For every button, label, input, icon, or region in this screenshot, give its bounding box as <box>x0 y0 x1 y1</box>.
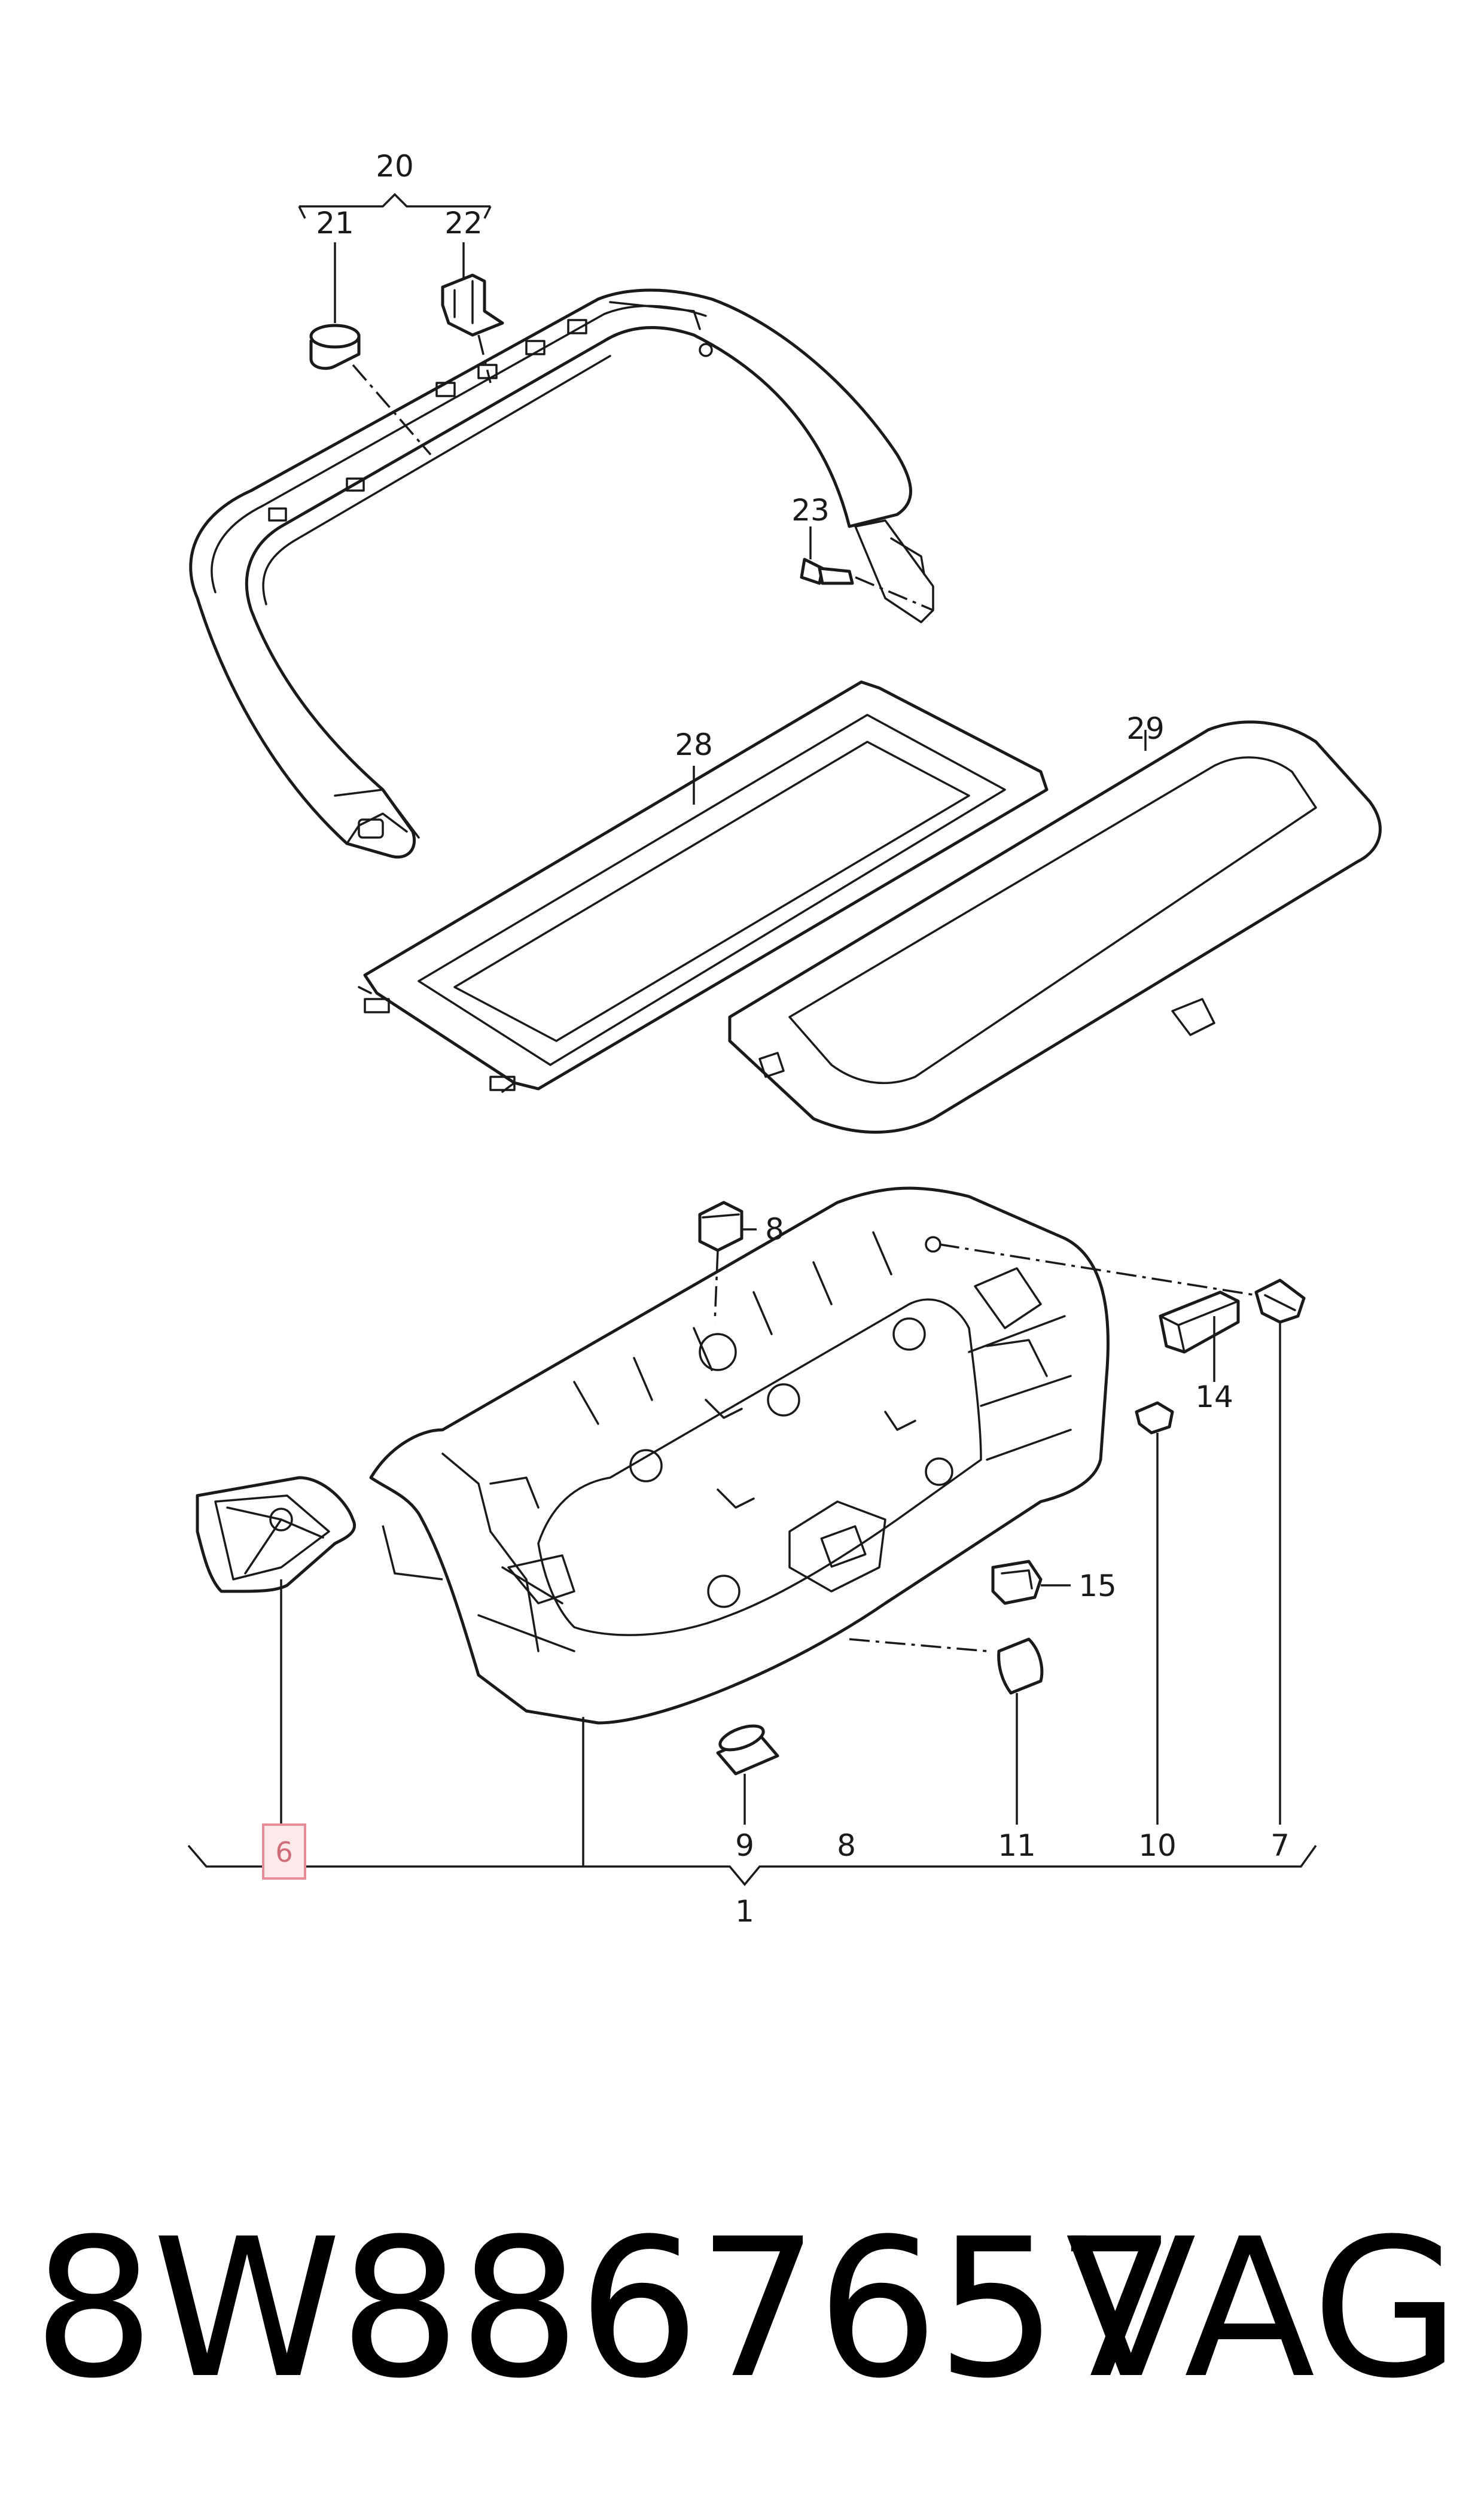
part-number: 8W8867657 <box>33 2198 1177 2420</box>
label-6: 6 <box>275 1836 292 1868</box>
footer: 8W8867657 VAG <box>0 2190 1484 2429</box>
label-28: 28 <box>675 727 713 762</box>
label-6-highlight <box>262 1823 306 1880</box>
label-14: 14 <box>1195 1380 1233 1414</box>
part-10-clip <box>1135 1401 1174 1435</box>
label-11: 11 <box>998 1828 1036 1863</box>
part-15-latch <box>991 1560 1043 1605</box>
label-15: 15 <box>1078 1569 1117 1603</box>
part-7-clip <box>938 1243 1306 1324</box>
label-9: 9 <box>735 1828 754 1863</box>
label-21: 21 <box>316 206 354 240</box>
label-8-bottom: 8 <box>837 1828 856 1863</box>
part-22-clip <box>441 273 504 383</box>
label-7: 7 <box>1270 1828 1290 1863</box>
brand-name: VAG <box>1065 2198 1460 2420</box>
part-8-clip-top <box>698 1201 743 1323</box>
part-14-block <box>1159 1290 1240 1354</box>
callout-labels: 20 21 22 23 28 29 8 14 15 6 9 8 11 10 7 … <box>262 149 1290 1929</box>
part-6-bracket <box>196 1476 356 1593</box>
label-23: 23 <box>791 493 830 528</box>
part-9-pin <box>716 1724 779 1776</box>
label-29: 29 <box>1126 711 1165 746</box>
part-1-trunk-trim <box>369 1186 1110 1725</box>
part-29-panel <box>728 720 1382 1134</box>
part-21-bumper <box>309 324 432 456</box>
part-23-screw <box>800 558 934 611</box>
window-frame-trim <box>189 288 934 859</box>
label-10: 10 <box>1138 1828 1177 1863</box>
label-20: 20 <box>376 149 414 184</box>
label-22: 22 <box>444 206 483 240</box>
label-8-top: 8 <box>765 1212 784 1247</box>
part-11-cap <box>849 1637 1044 1695</box>
label-1: 1 <box>735 1894 754 1929</box>
part-28-panel <box>358 680 1049 1093</box>
leader-lines <box>187 193 1317 1886</box>
